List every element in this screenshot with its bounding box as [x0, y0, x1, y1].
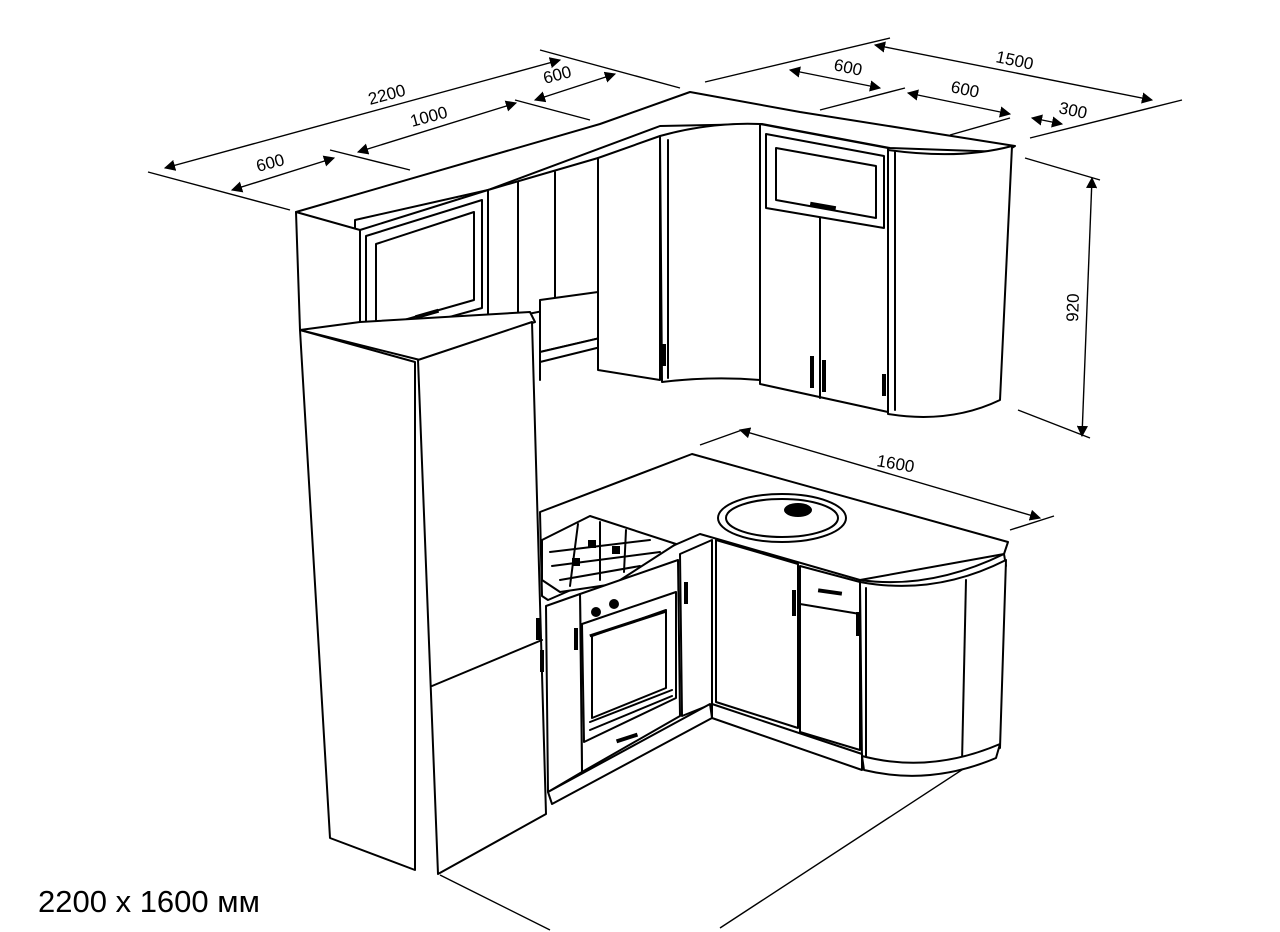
dim-line-600-right-2	[906, 89, 1012, 118]
dimension-lines	[147, 37, 1183, 931]
dim-line-920	[1076, 176, 1098, 438]
drain-icon	[784, 503, 812, 517]
handle-icon	[684, 582, 688, 604]
handle-icon	[792, 590, 796, 616]
dim-line-600-left	[230, 155, 336, 193]
handle-icon	[817, 588, 843, 596]
fridge-column	[299, 311, 547, 875]
label-600-right-2: 600	[949, 77, 981, 101]
handle-icon	[574, 628, 578, 650]
oven-knob-icons	[591, 599, 619, 617]
label-600-right-1: 600	[832, 55, 864, 79]
size-caption: 2200 х 1600 мм	[38, 884, 260, 919]
dim-line-600-right-1	[788, 66, 882, 92]
handle-icon	[589, 609, 667, 638]
label-600-left: 600	[254, 150, 286, 176]
label-920: 920	[1063, 293, 1083, 322]
handle-icon	[540, 650, 544, 672]
burner-grid-icon	[549, 521, 661, 587]
dim-line-1500	[873, 41, 1154, 104]
dim-line-1000	[356, 100, 518, 155]
fridge-front	[417, 321, 547, 875]
curved-end-base-cabinet	[859, 559, 1007, 769]
sink-cabinet	[715, 539, 799, 729]
corner-upper-cabinet	[659, 122, 761, 383]
label-2200: 2200	[366, 81, 407, 109]
dim-line-600-top	[533, 71, 617, 103]
handle-icon	[810, 356, 814, 388]
dim-line-1600	[738, 427, 1042, 521]
label-300: 300	[1057, 98, 1089, 122]
handle-icon	[414, 308, 440, 320]
handle-icon	[856, 612, 860, 636]
base-cabinets	[539, 453, 1009, 805]
label-600-top: 600	[541, 62, 573, 88]
handle-icon	[809, 201, 837, 211]
curved-end-upper-cabinet	[887, 145, 1013, 418]
handle-icon	[536, 618, 540, 640]
label-1600: 1600	[875, 451, 916, 476]
handle-icon	[882, 374, 886, 396]
handle-icon	[822, 360, 826, 392]
handle-icon	[615, 732, 639, 744]
label-1000: 1000	[408, 103, 449, 131]
fridge-top	[299, 311, 536, 361]
handle-icon	[662, 344, 666, 366]
upper-cabinets	[295, 122, 1013, 418]
dim-line-300	[1030, 114, 1064, 128]
